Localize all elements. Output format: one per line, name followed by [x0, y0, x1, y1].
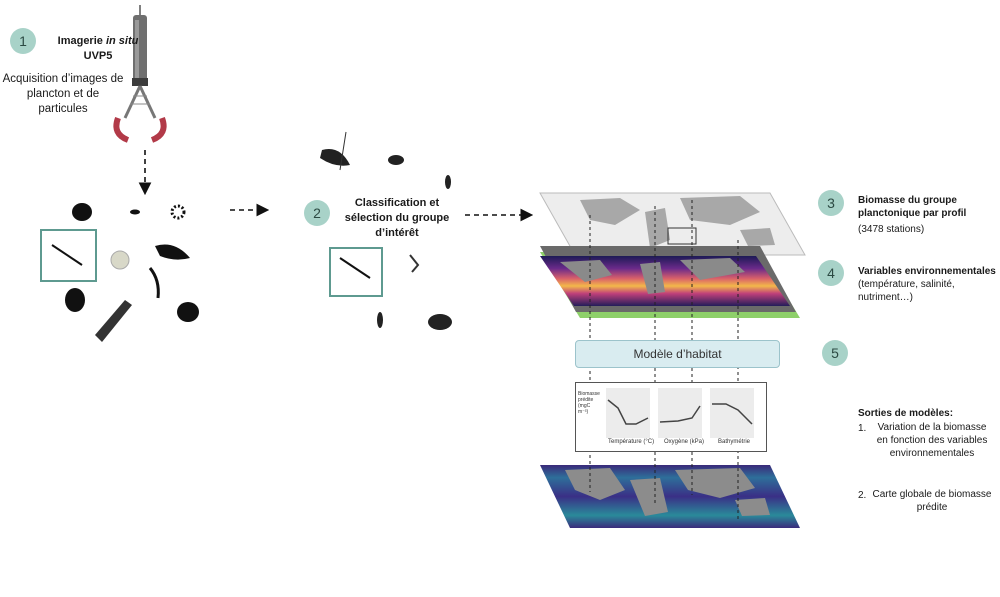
step2-title: Classification et sélection du groupe d’…: [344, 197, 450, 239]
curve-label-bathymetry: Bathymétrie: [718, 439, 751, 445]
selected-group-organism: [339, 257, 371, 279]
output-1-text: Variation de la biomasse en fonction des…: [876, 422, 988, 459]
step4-badge: 4: [818, 260, 844, 286]
uvp5-instrument: [113, 5, 167, 143]
output-1-num: 1.: [858, 423, 867, 434]
habitat-model-box: Modèle d’habitat: [575, 340, 780, 368]
curve-label-oxygen: Oxygène (kPa): [664, 439, 705, 445]
step3-badge: 3: [818, 190, 844, 216]
curve-label-temperature: Température (°C): [608, 439, 655, 445]
step2-badge: 2: [304, 200, 330, 226]
step1-description: Acquisition d’images de plancton et de p…: [2, 73, 124, 115]
step3-detail: (3478 stations): [858, 224, 925, 235]
step1-badge: 1: [10, 28, 36, 54]
step1-title-prefix: Imagerie: [57, 35, 106, 47]
step1-title: Imagerie in situ: [38, 34, 158, 49]
curve-panel-oxygen: [658, 388, 702, 438]
selected-organism: [51, 244, 83, 266]
classified-images: [320, 131, 452, 330]
output-2-num: 2.: [858, 490, 867, 501]
curves-ylabel: Biomasse prédite (mgC m⁻³): [578, 391, 600, 415]
selected-particle-frame: [40, 229, 97, 282]
step5-badge: 5: [822, 340, 848, 366]
environment-layers: [540, 246, 800, 318]
curve-panel-bathymetry: [710, 388, 754, 438]
selected-group-frame: [329, 247, 383, 297]
step1-subtitle: UVP5: [83, 50, 113, 62]
profile-map: [539, 192, 806, 256]
outputs-title: Sorties de modèles:: [858, 408, 954, 419]
particle-images: [65, 203, 199, 342]
step4-detail: (température, salinité, nutriment…): [858, 279, 955, 303]
response-curves: Biomasse prédite (mgC m⁻³) Température (…: [575, 382, 767, 452]
curve-panel-temperature: [606, 388, 650, 438]
predicted-biomass-map: [540, 465, 800, 528]
step1-title-italic: in situ: [105, 35, 139, 47]
output-2-text: Carte globale de biomasse prédite: [872, 489, 992, 513]
step4-title: Variables environnementales: [858, 266, 996, 277]
step3-title: Biomasse du groupe planctonique par prof…: [858, 195, 967, 219]
